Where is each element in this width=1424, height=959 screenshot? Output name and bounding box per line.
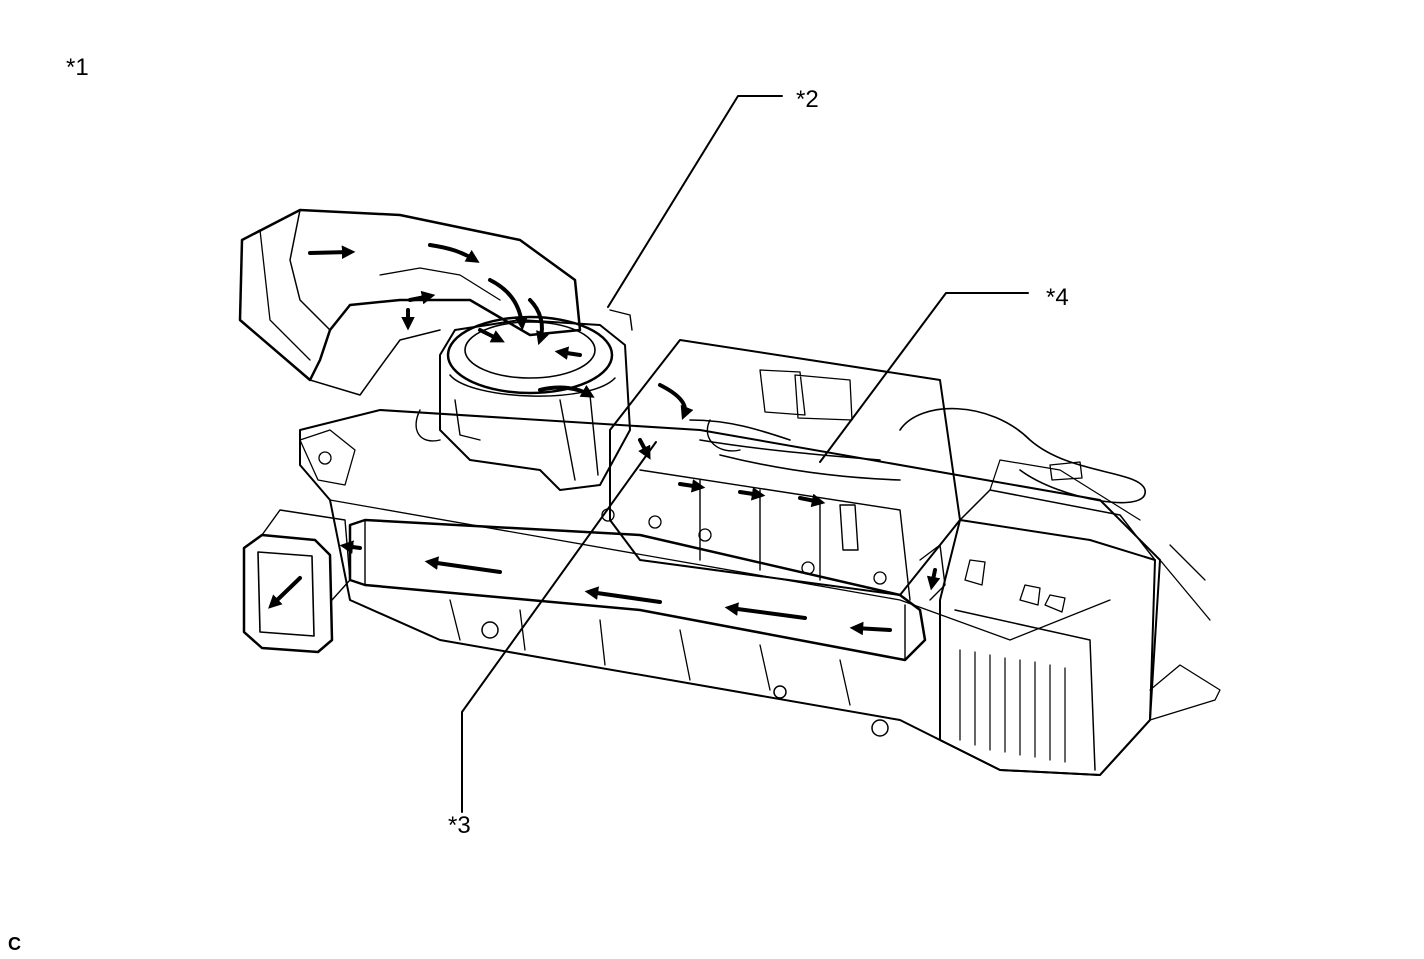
airflow-arrows (268, 243, 941, 636)
leader-line-2 (607, 95, 783, 308)
leader-lines (461, 95, 1029, 813)
outlet-duct (242, 509, 351, 654)
corner-mark: C (8, 934, 21, 954)
callout-label-4: *4 (1046, 284, 1069, 311)
battery-module (939, 459, 1156, 776)
lower-duct (348, 518, 946, 662)
view-label: *1 (66, 54, 89, 81)
blower-assembly (415, 309, 633, 491)
callout-label-3: *3 (448, 812, 471, 839)
callout-label-2: *2 (796, 86, 819, 113)
leader-line-3 (461, 441, 657, 813)
battery-stack (601, 339, 1146, 601)
leader-line-4 (819, 292, 1029, 463)
intake-duct (238, 208, 582, 396)
